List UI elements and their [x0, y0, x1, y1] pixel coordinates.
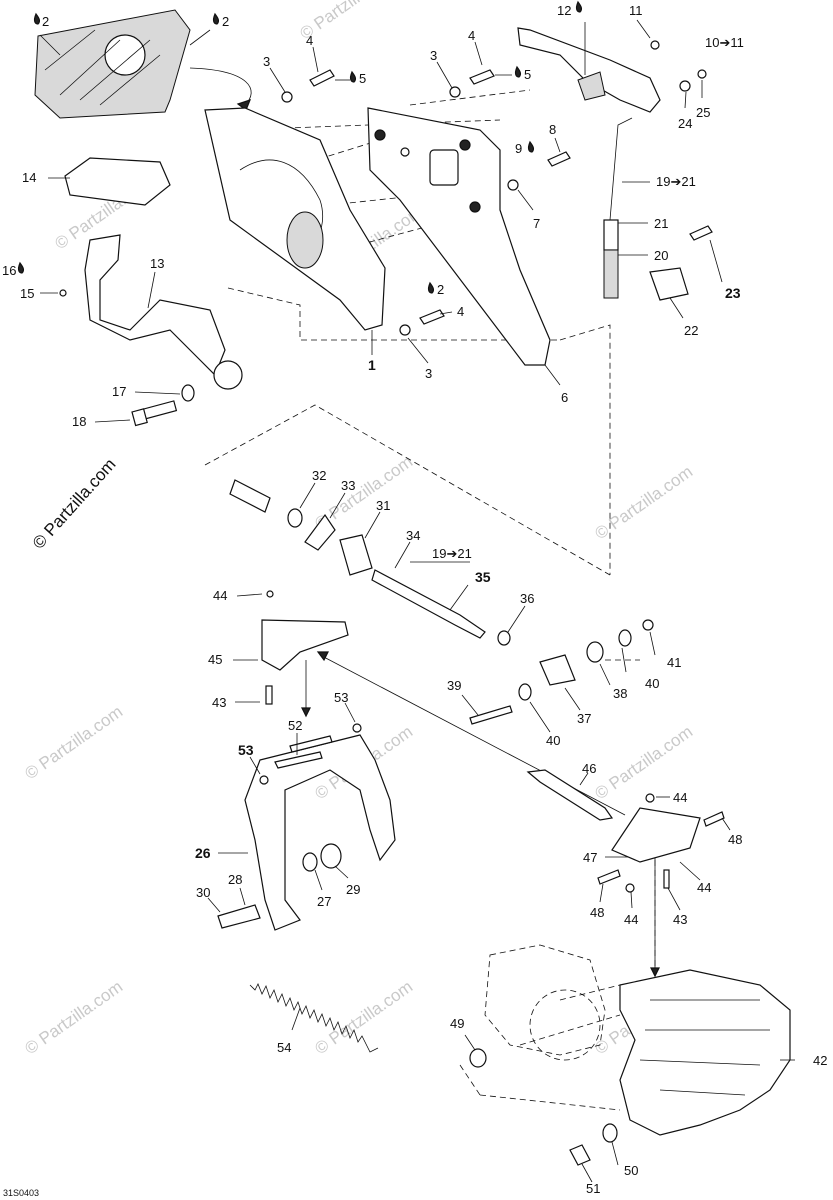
callout-label: 13	[150, 256, 164, 271]
callout-label: 44	[213, 588, 227, 603]
callout-label: 49	[450, 1016, 464, 1031]
callout-label: 12	[557, 3, 571, 18]
callout-label: 22	[684, 323, 698, 338]
callout-label: 43	[673, 912, 687, 927]
callout-label: 32	[312, 468, 326, 483]
callout-label: 16	[2, 263, 16, 278]
callout-label: 2	[437, 282, 444, 297]
callout-label: 38	[613, 686, 627, 701]
leader-lines	[39, 19, 795, 1183]
oil-drop-icon	[212, 12, 220, 25]
watermark-text: © Partzilla.com	[591, 462, 696, 543]
callout-label: 35	[475, 569, 491, 585]
callout-label: 33	[341, 478, 355, 493]
callout-label: 19➔21	[432, 546, 472, 561]
callout-label: 6	[561, 390, 568, 405]
callout-label: 2	[222, 14, 229, 29]
callout-label: 29	[346, 882, 360, 897]
callout-label: 9	[515, 141, 522, 156]
callout-label: 5	[524, 67, 531, 82]
watermark-text: © Partzilla.com	[311, 977, 416, 1058]
housing-42-part	[619, 969, 791, 1136]
callout-label: 47	[583, 850, 597, 865]
callout-label: 54	[277, 1040, 291, 1055]
callout-label: 18	[72, 414, 86, 429]
lever-10-part	[517, 27, 661, 113]
callout-label: 3	[263, 54, 270, 69]
bracket-13-part	[84, 234, 226, 377]
callout-label: 21	[654, 216, 668, 231]
callout-label: 53	[238, 742, 254, 758]
callout-label: 44	[624, 912, 638, 927]
callout-label: 2	[42, 14, 49, 29]
bracket-45-part	[261, 619, 349, 671]
callout-label: 4	[457, 304, 464, 319]
watermark-group: © Partzilla.com © Partzilla.com © Partzi…	[21, 0, 696, 1058]
callout-label: 28	[228, 872, 242, 887]
callout-label: 4	[468, 28, 475, 43]
callout-label: 39	[447, 678, 461, 693]
callout-label: 15	[20, 286, 34, 301]
callout-label: 36	[520, 591, 534, 606]
callout-label: 46	[582, 761, 596, 776]
callout-label: 7	[533, 216, 540, 231]
callout-label: 24	[678, 116, 692, 131]
callout-label: 44	[697, 880, 711, 895]
callout-label: 27	[317, 894, 331, 909]
lever-47-part	[611, 807, 701, 863]
callout-label: 20	[654, 248, 668, 263]
callout-label: 44	[673, 790, 687, 805]
callout-label: 30	[196, 885, 210, 900]
callout-label: 4	[306, 33, 313, 48]
oil-drop-icon	[527, 140, 535, 153]
oil-drop-icon	[575, 0, 583, 13]
callout-label: 52	[288, 718, 302, 733]
callout-label: 10➔11	[705, 35, 744, 50]
callout-label: 25	[696, 105, 710, 120]
callout-label: 8	[549, 122, 556, 137]
frame-26-part	[244, 734, 396, 931]
callout-label: 34	[406, 528, 420, 543]
callout-label: 31	[376, 498, 390, 513]
callout-label: 26	[195, 845, 211, 861]
callout-label: 48	[590, 905, 604, 920]
plate-6-part	[367, 107, 551, 366]
callout-label: 3	[430, 48, 437, 63]
callout-label: 14	[22, 170, 36, 185]
callout-label: 53	[334, 690, 348, 705]
callout-labels: 2 2 3 4 5 3 4 5 12 11 10➔11 24 25 8 9 7 …	[2, 3, 827, 1196]
callout-label: 23	[725, 285, 741, 301]
callout-label: 40	[645, 676, 659, 691]
callout-label: 1	[368, 357, 376, 373]
callout-label: 42	[813, 1053, 827, 1068]
callout-label: 3	[425, 366, 432, 381]
callout-label: 11	[629, 3, 643, 18]
callout-label: 17	[112, 384, 126, 399]
oil-drop-icons	[17, 0, 583, 294]
callout-label: 41	[667, 655, 681, 670]
oil-drop-icon	[349, 70, 357, 83]
spring-54-part	[249, 983, 379, 1053]
watermark-text: © Partzilla.com	[21, 977, 126, 1058]
callout-label: 37	[577, 711, 591, 726]
callout-label: 51	[586, 1181, 600, 1196]
callout-label: 19➔21	[656, 174, 696, 189]
oil-drop-icon	[17, 261, 25, 274]
callout-label: 45	[208, 652, 222, 667]
callout-label: 5	[359, 71, 366, 86]
watermark-text: © Partzilla.com	[21, 702, 126, 783]
oil-drop-icon	[33, 12, 41, 25]
callout-label: 50	[624, 1163, 638, 1178]
watermark-text-primary: © Partzilla.com	[29, 455, 120, 553]
callout-label: 43	[212, 695, 226, 710]
callout-label: 48	[728, 832, 742, 847]
parts	[34, 9, 791, 1166]
callout-label: 40	[546, 733, 560, 748]
oil-drop-icon	[427, 281, 435, 294]
oil-drop-icon	[514, 65, 522, 78]
diagram-code: 31S0403	[3, 1188, 39, 1198]
